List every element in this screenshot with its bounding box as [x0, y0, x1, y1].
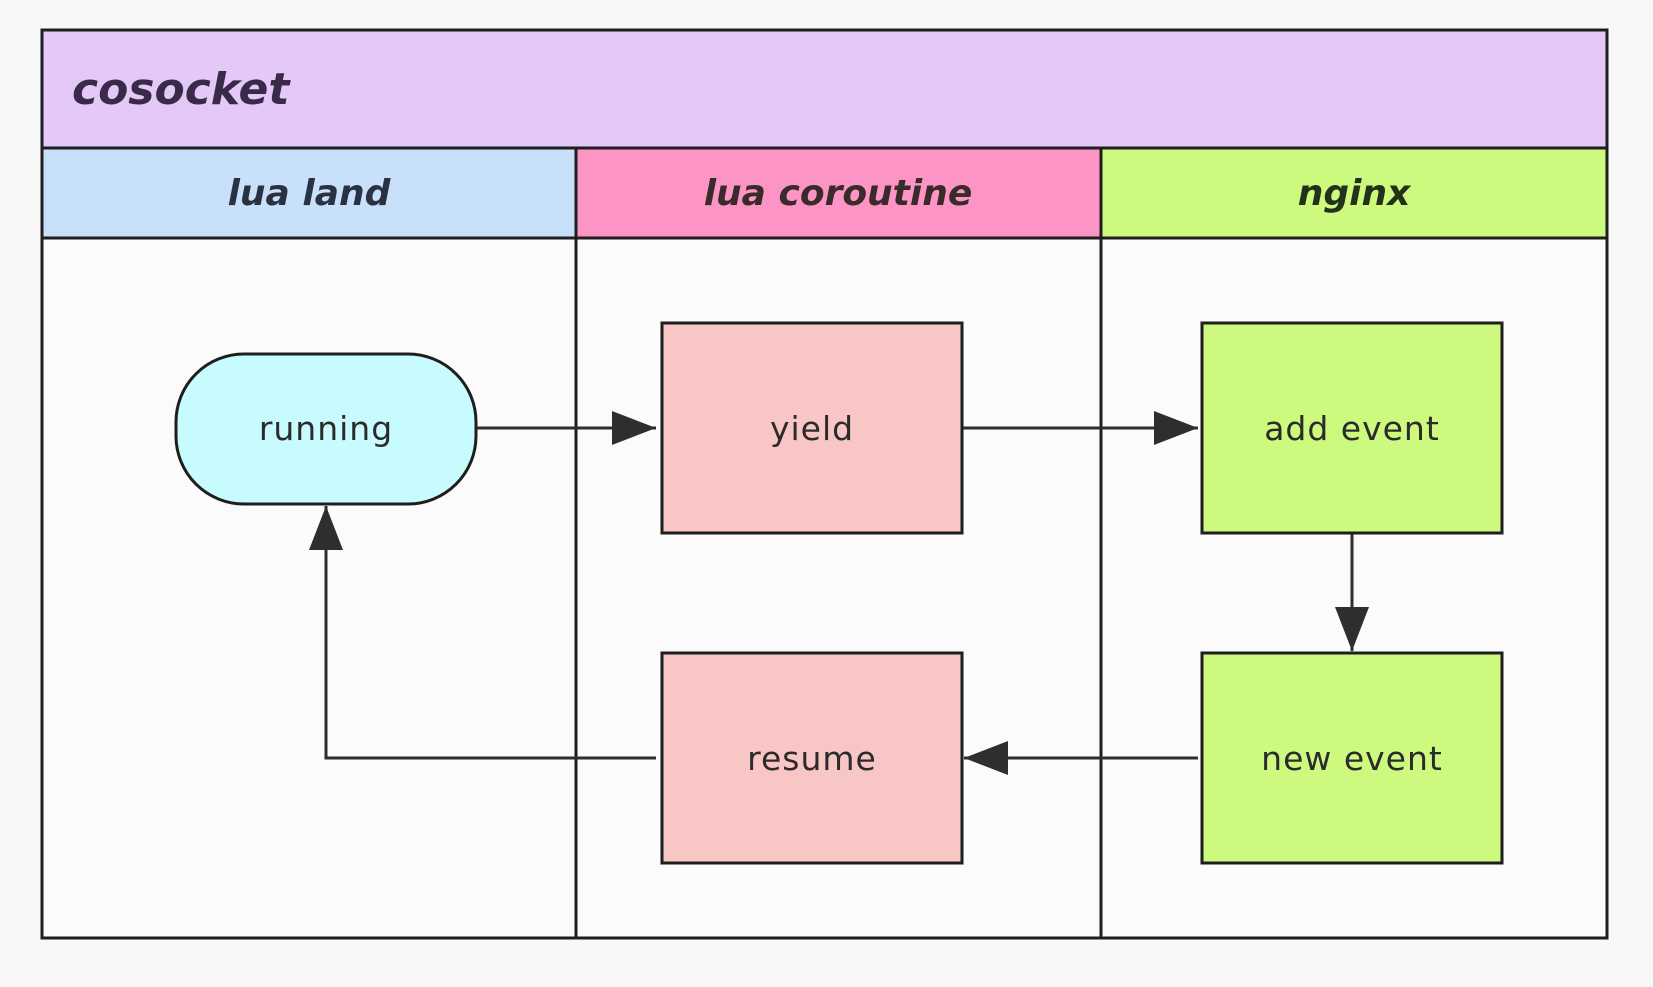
lane-headers: lua land lua coroutine nginx: [40, 146, 1609, 240]
node-new-event-label: new event: [1261, 739, 1443, 778]
title-band: cosocket: [40, 28, 1609, 150]
title-band-background: [40, 28, 1609, 150]
node-resume: resume: [660, 651, 964, 865]
node-add-event-label: add event: [1264, 409, 1440, 448]
node-add-event: add event: [1200, 321, 1504, 535]
node-running-label: running: [259, 409, 393, 448]
node-yield: yield: [660, 321, 964, 535]
node-add-event-shape: [1200, 321, 1504, 535]
edge-resume-to-running: [309, 506, 656, 760]
lane-body-lua-land: [40, 236, 578, 940]
node-running-shape: [174, 352, 478, 506]
diagram-title: cosocket: [72, 64, 291, 115]
node-running: running: [174, 352, 478, 506]
node-resume-label: resume: [747, 739, 877, 778]
nodes: running yield add event new event resume: [174, 321, 1504, 865]
lane-label-lua-land: lua land: [228, 173, 392, 214]
node-new-event-shape: [1200, 651, 1504, 865]
node-yield-label: yield: [770, 409, 854, 448]
node-new-event: new event: [1200, 651, 1504, 865]
lane-label-lua-coroutine: lua coroutine: [704, 173, 973, 214]
lane-header-lua-land: [40, 146, 578, 240]
node-resume-shape: [660, 651, 964, 865]
node-yield-shape: [660, 321, 964, 535]
lane-label-nginx: nginx: [1298, 173, 1412, 214]
lane-header-lua-coroutine: [574, 146, 1103, 240]
edges: [309, 411, 1369, 775]
